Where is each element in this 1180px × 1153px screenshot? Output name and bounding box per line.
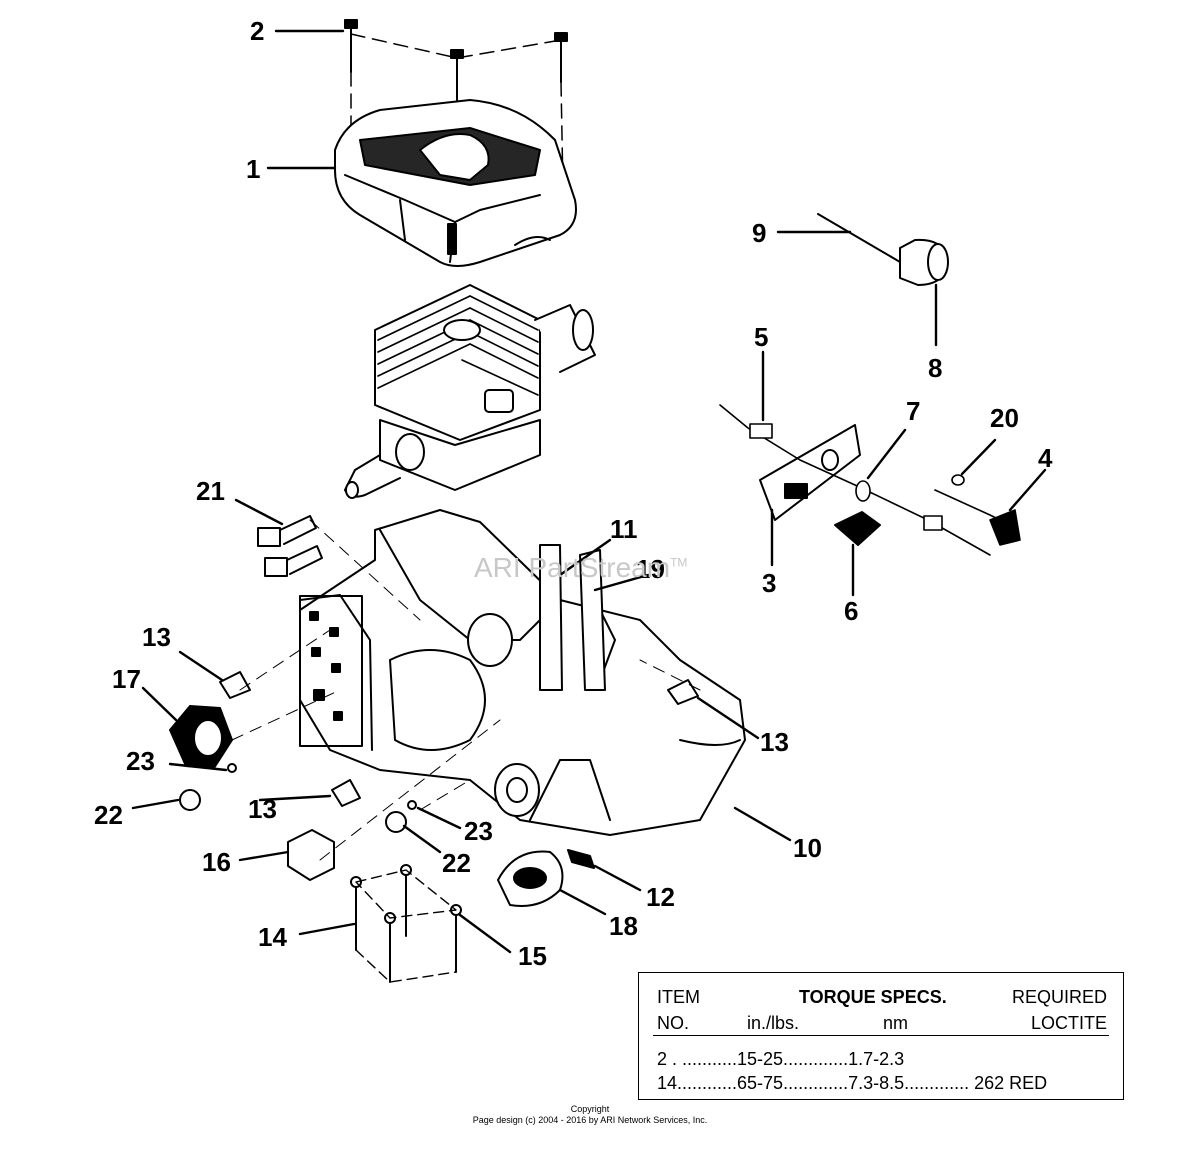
callout-label: 12 bbox=[646, 882, 675, 912]
valve-icon bbox=[567, 849, 595, 869]
callout-label: 13 bbox=[760, 727, 789, 757]
oil-cap-icon bbox=[497, 850, 564, 907]
cylinder-cover-icon bbox=[334, 99, 577, 267]
sprocket-cover-icon bbox=[169, 705, 233, 769]
switch-plate-icon bbox=[759, 424, 861, 521]
foam-block-icon bbox=[287, 829, 335, 881]
dash-guide-parts bbox=[231, 519, 701, 861]
leader-lines bbox=[131, 29, 1047, 954]
col-header-inlbs: in./lbs. bbox=[747, 1013, 800, 1033]
torque-spec-table: ITEM NO. TORQUE SPECS. in./lbs. nm REQUI… bbox=[638, 972, 1124, 1100]
callout-label: 14 bbox=[258, 922, 287, 952]
copyright-line: Copyright bbox=[570, 1104, 610, 1114]
crankcase-icon bbox=[299, 509, 746, 836]
callout-label: 4 bbox=[1038, 443, 1053, 473]
wire-harness-icon bbox=[719, 404, 1021, 556]
callout-label: 9 bbox=[752, 218, 767, 248]
bottom-bolts-icon bbox=[350, 864, 462, 983]
copyright-footer: Copyright Page design (c) 2004 - 2016 by… bbox=[0, 1104, 1180, 1126]
callout-label: 6 bbox=[844, 596, 859, 626]
col-header-torque: TORQUE SPECS. bbox=[799, 987, 947, 1007]
callout-label: 22 bbox=[94, 800, 123, 830]
callout-label: 23 bbox=[126, 746, 155, 776]
callout-label: 7 bbox=[906, 396, 921, 426]
table-row: 14............65-75.............7.3-8.5.… bbox=[657, 1073, 1048, 1093]
callout-label: 11 bbox=[610, 514, 638, 544]
callout-label: 18 bbox=[609, 911, 638, 941]
clip-nut-icon bbox=[219, 671, 699, 807]
callout-label: 8 bbox=[928, 353, 943, 383]
callout-label: 10 bbox=[793, 833, 822, 863]
bolt-icon bbox=[257, 515, 323, 577]
callout-label: 2 bbox=[250, 16, 265, 46]
table-divider bbox=[653, 1035, 1109, 1036]
col-header-required: REQUIRED bbox=[1011, 987, 1107, 1007]
cylinder-engine-icon bbox=[344, 284, 596, 499]
watermark: ARI PartStreamTM bbox=[474, 552, 688, 583]
callout-label: 22 bbox=[442, 848, 471, 878]
callout-label: 1 bbox=[246, 154, 261, 184]
page-design-credit: Page design (c) 2004 - 2016 by ARI Netwo… bbox=[472, 1115, 708, 1125]
screw-icon bbox=[344, 19, 568, 101]
callout-label: 23 bbox=[464, 816, 493, 846]
callout-label: 19 bbox=[636, 554, 665, 584]
col-header-item: ITEM bbox=[657, 987, 700, 1007]
table-row: 2 . ...........15-25.............1.7-2.3 bbox=[657, 1049, 905, 1069]
callout-label: 13 bbox=[142, 622, 171, 652]
callout-label: 13 bbox=[248, 794, 277, 824]
callout-label: 3 bbox=[762, 568, 777, 598]
callout-label: 21 bbox=[196, 476, 225, 506]
callout-label: 15 bbox=[518, 941, 547, 971]
stop-switch-icon bbox=[834, 511, 881, 546]
callout-label: 20 bbox=[990, 403, 1019, 433]
grommet-icon bbox=[179, 763, 417, 833]
col-header-no: NO. bbox=[657, 1013, 690, 1033]
callout-label: 16 bbox=[202, 847, 231, 877]
col-header-loctite: LOCTITE bbox=[1030, 1013, 1107, 1033]
callout-label: 17 bbox=[112, 664, 141, 694]
col-header-nm: nm bbox=[883, 1013, 909, 1033]
callout-label: 5 bbox=[754, 322, 769, 352]
primer-bulb-icon bbox=[817, 213, 949, 286]
